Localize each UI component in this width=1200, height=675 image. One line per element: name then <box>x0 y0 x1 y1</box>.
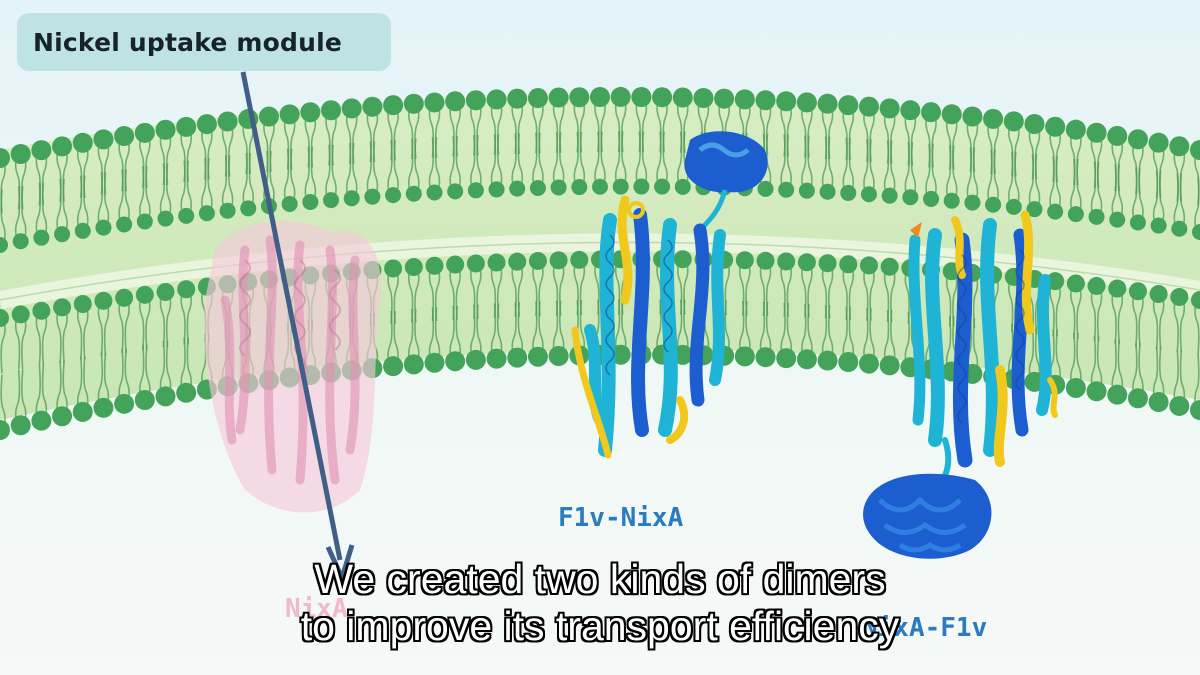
nixa-f1v-label: NixA-F1v <box>862 613 988 643</box>
subtitle-line-2: to improve its transport efficiency <box>300 603 900 649</box>
nickel-uptake-module-label: Nickel uptake module <box>17 13 391 71</box>
f1v-nixa-protein <box>571 131 768 459</box>
nixa-protein <box>204 220 381 513</box>
nixa-f1v-protein <box>863 210 1058 559</box>
subtitle-line-1: We created two kinds of dimers <box>314 556 886 602</box>
subtitle-caption: We created two kinds of dimers to improv… <box>0 556 1200 650</box>
callout-arrow <box>240 71 355 581</box>
f1v-nixa-label: F1v-NixA <box>558 503 684 533</box>
nixa-label: NixA <box>285 594 348 624</box>
